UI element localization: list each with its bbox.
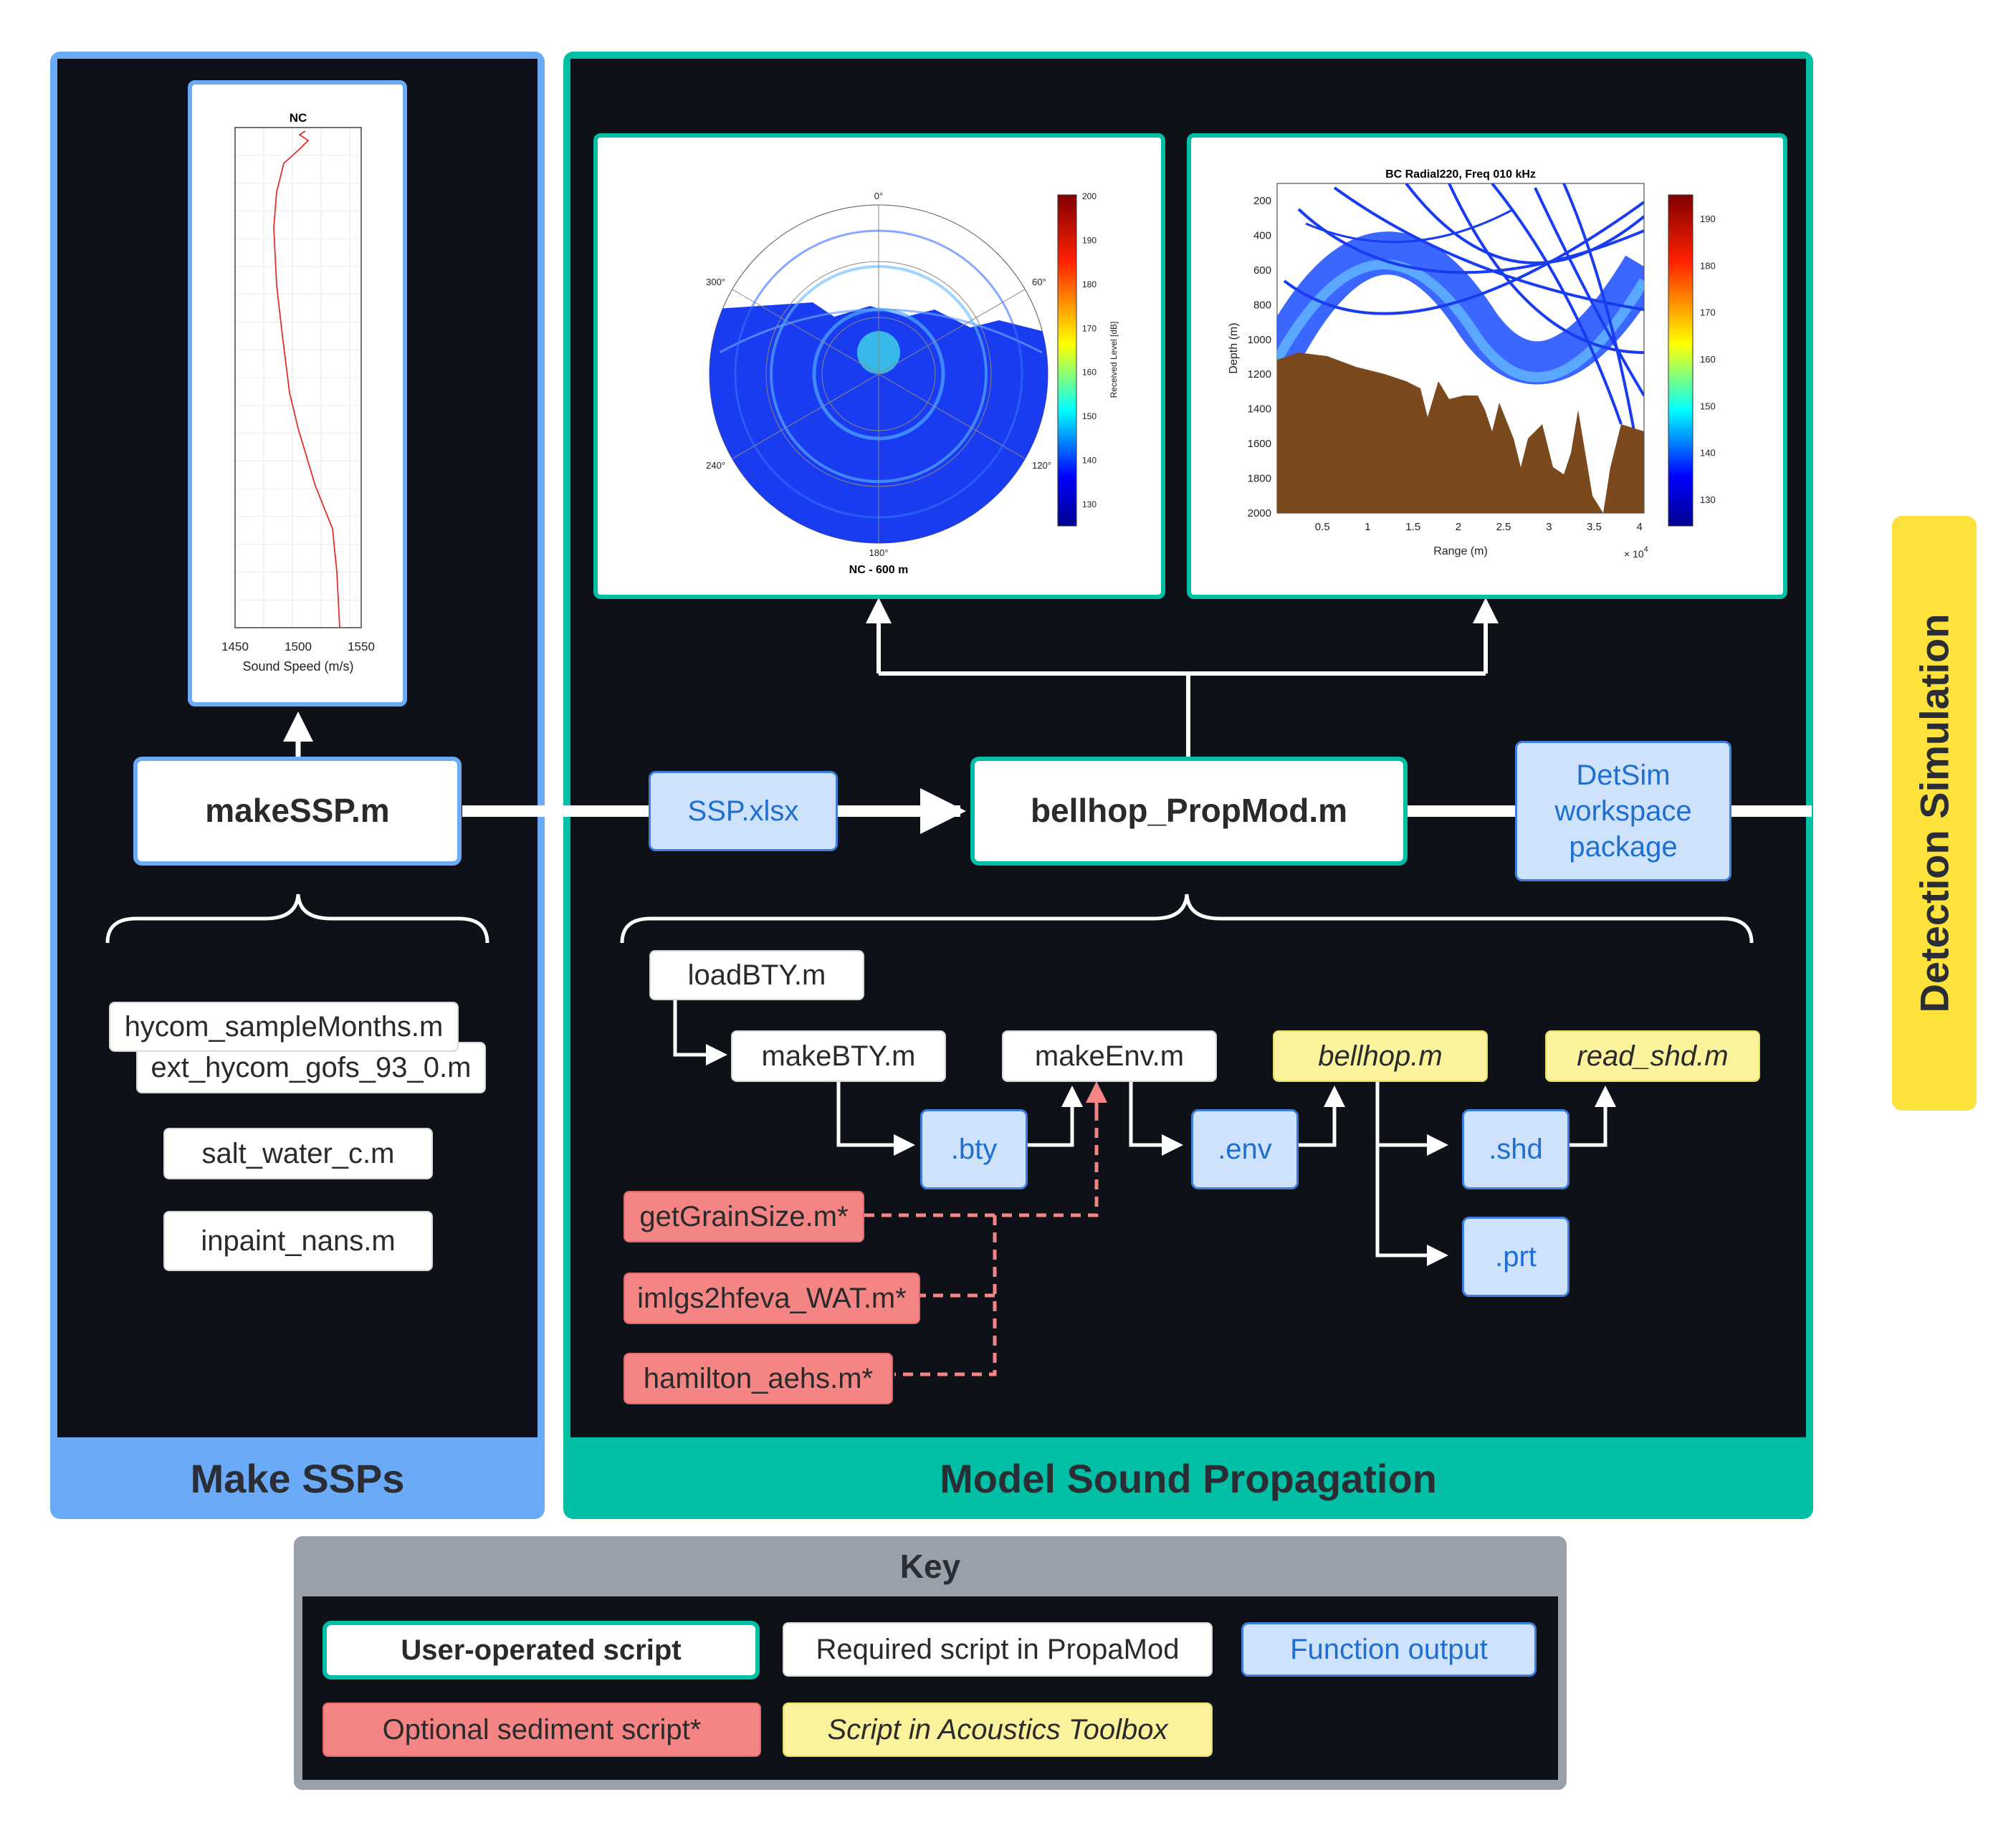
output-shd[interactable]: .shd (1462, 1109, 1570, 1189)
section-colorbar-tick: 170 (1700, 307, 1716, 318)
key-user-operated-script: User-operated script (323, 1621, 760, 1680)
polar-colorbar-label: Received Level [dB] (1109, 322, 1119, 398)
key-acoustics-toolbox-script: Script in Acoustics Toolbox (783, 1702, 1213, 1757)
section-ylabel: Depth (m) (1228, 322, 1240, 373)
script-salt-water-c[interactable]: salt_water_c.m (163, 1128, 433, 1179)
ssp-plot: NC 1450 1500 1550 Sound Speed (m/s) (188, 80, 407, 706)
polar-colorbar-tick: 180 (1082, 279, 1097, 289)
section-ytick: 200 (1253, 195, 1271, 207)
section-ytick: 1400 (1248, 403, 1271, 416)
key-title: Key (899, 1548, 961, 1585)
output-bty[interactable]: .bty (920, 1109, 1028, 1189)
polar-angle-180: 180° (869, 547, 889, 558)
key-function-output: Function output (1241, 1622, 1537, 1677)
polar-colorbar (1057, 194, 1077, 527)
key-required-script: Required script in PropaMod (783, 1622, 1213, 1677)
script-read-shd-toolbox[interactable]: read_shd.m (1545, 1030, 1760, 1082)
key-panel: Key User-operated script Required script… (294, 1536, 1567, 1790)
polar-colorbar-tick: 170 (1082, 323, 1097, 333)
section-xtick: 1 (1365, 521, 1370, 533)
script-hycom-samplemonths[interactable]: hycom_sampleMonths.m (109, 1002, 459, 1052)
ssp-xtick-1500: 1500 (285, 640, 312, 653)
polar-colorbar-tick: 150 (1082, 411, 1097, 421)
detsim-workspace-output[interactable]: DetSim workspace package (1515, 741, 1731, 881)
section-xtick: 0.5 (1315, 521, 1330, 533)
makessp-script[interactable]: makeSSP.m (133, 757, 462, 866)
polar-angle-300: 300° (706, 277, 725, 287)
output-prt[interactable]: .prt (1462, 1217, 1570, 1297)
section-colorbar-tick: 190 (1700, 214, 1716, 224)
ssp-profile-line (273, 130, 340, 628)
polar-angle-120: 120° (1032, 460, 1051, 471)
key-optional-sediment-script: Optional sediment script* (323, 1702, 761, 1757)
section-colorbar-tick: 160 (1700, 354, 1716, 365)
detection-simulation-box: Detection Simulation (1892, 516, 1977, 1111)
polar-colorbar-tick: 200 (1082, 191, 1097, 201)
section-xtick: 4 (1637, 521, 1643, 533)
section-ytick: 800 (1253, 299, 1271, 311)
ssp-xtick-1450: 1450 (221, 640, 249, 653)
section-colorbar-tick: 140 (1700, 448, 1716, 459)
polar-colorbar-tick: 190 (1082, 235, 1097, 245)
output-env[interactable]: .env (1191, 1109, 1299, 1189)
section-colorbar-tick: 180 (1700, 260, 1716, 271)
polar-angle-240: 240° (706, 460, 725, 471)
section-colorbar (1668, 194, 1693, 527)
polar-received-level-fill (710, 302, 1048, 543)
script-inpaint-nans[interactable]: inpaint_nans.m (163, 1211, 433, 1271)
ssp-plot-title: NC (290, 111, 307, 125)
section-xtick: 2 (1456, 521, 1461, 533)
model-propagation-title: Model Sound Propagation (940, 1455, 1437, 1501)
bellhop-propmod-script[interactable]: bellhop_PropMod.m (970, 757, 1408, 866)
seafloor-bathymetry (1277, 353, 1644, 513)
section-ytick: 600 (1253, 264, 1271, 277)
ssp-xtick-1550: 1550 (348, 640, 375, 653)
ssp-plot-svg: NC 1450 1500 1550 Sound Speed (m/s) (221, 111, 375, 674)
brace-make-ssps (105, 894, 489, 944)
section-title: BC Radial220, Freq 010 kHz (1385, 168, 1536, 181)
polar-angle-60: 60° (1032, 277, 1046, 287)
section-colorbar-tick: 150 (1700, 401, 1716, 411)
make-ssps-title: Make SSPs (190, 1455, 405, 1501)
section-xtick: 3 (1546, 521, 1552, 533)
section-xlabel: Range (m) (1433, 545, 1488, 557)
polar-angle-0: 0° (874, 191, 883, 201)
script-imlgs2hfeva[interactable]: imlgs2hfeva_WAT.m* (624, 1273, 920, 1324)
script-hamilton-aehs[interactable]: hamilton_aehs.m* (624, 1353, 893, 1404)
section-exponent: × 104 (1624, 545, 1648, 560)
brace-model-prop (620, 894, 1754, 944)
arrow-bellhop-to-plots (876, 609, 1488, 758)
ssp-xlsx-output[interactable]: SSP.xlsx (649, 771, 838, 851)
script-loadbty[interactable]: loadBTY.m (649, 950, 864, 1000)
section-xtick: 1.5 (1405, 521, 1420, 533)
section-xtick: 3.5 (1587, 521, 1602, 533)
polar-colorbar-tick: 130 (1082, 499, 1097, 509)
script-makeenv[interactable]: makeEnv.m (1002, 1030, 1217, 1082)
section-xtick: 2.5 (1496, 521, 1511, 533)
section-ytick: 2000 (1248, 507, 1271, 519)
script-makebty[interactable]: makeBTY.m (731, 1030, 946, 1082)
polar-plot-svg: 0° 60° 120° 180° 240° 300° NC - 600 m 20… (706, 191, 1119, 576)
script-bellhop-toolbox[interactable]: bellhop.m (1273, 1030, 1488, 1082)
section-ytick: 1600 (1248, 438, 1271, 450)
polar-caption: NC - 600 m (849, 564, 909, 576)
script-getgrainsize[interactable]: getGrainSize.m* (624, 1191, 864, 1242)
section-ytick: 1800 (1248, 473, 1271, 485)
section-colorbar-tick: 130 (1700, 494, 1716, 505)
range-depth-propagation-plot: BC Radial220, Freq 010 kHz 200 400 600 800 1… (1187, 133, 1787, 599)
section-plot-svg: BC Radial220, Freq 010 kHz 200 400 600 800 1… (1228, 168, 1716, 560)
section-ytick: 1200 (1248, 368, 1271, 380)
section-ytick: 1000 (1248, 334, 1271, 346)
polar-colorbar-tick: 140 (1082, 456, 1097, 466)
polar-propagation-plot: 0° 60° 120° 180° 240° 300° NC - 600 m 20… (593, 133, 1165, 599)
ssp-xlabel: Sound Speed (m/s) (242, 659, 353, 674)
polar-colorbar-tick: 160 (1082, 368, 1097, 378)
section-ytick: 400 (1253, 229, 1271, 241)
sediment-dashed-connectors (864, 1089, 1099, 1376)
